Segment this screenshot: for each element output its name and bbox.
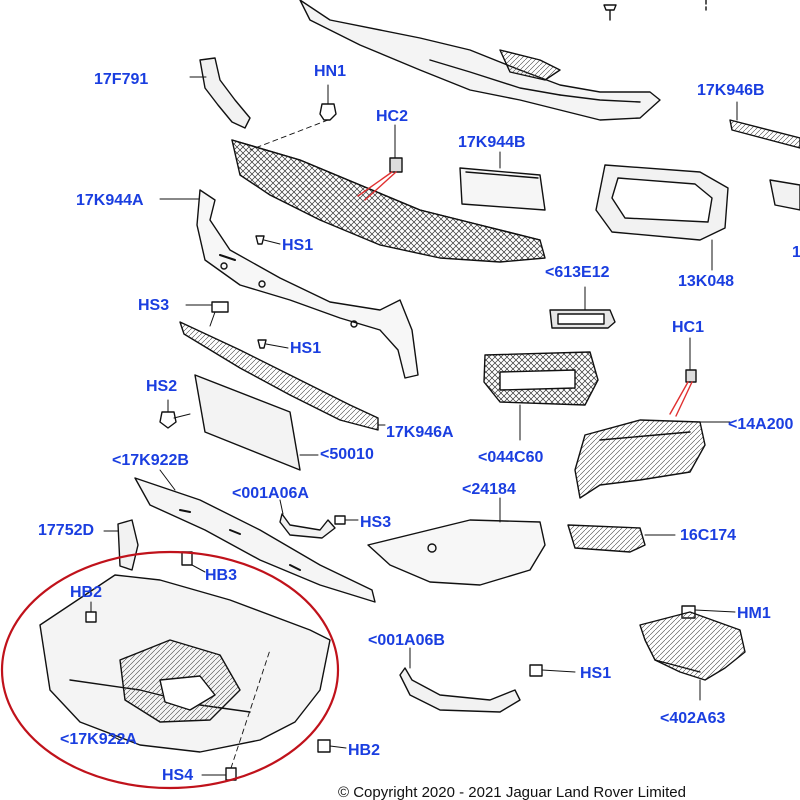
- label-edge-1[interactable]: 1: [792, 244, 800, 261]
- bracket-17752d: [103, 519, 139, 571]
- strip-17k946b: [729, 101, 800, 149]
- skid-plate-17k922a: [39, 574, 331, 753]
- label-16c174[interactable]: 16C174: [680, 527, 737, 544]
- lamp-613e12: [549, 286, 616, 329]
- copyright-notice: © Copyright 2020 - 2021 Jaguar Land Rove…: [338, 784, 686, 800]
- bracket-402a63: [639, 611, 746, 701]
- label-17k946a[interactable]: 17K946A: [386, 424, 454, 441]
- label-hc2[interactable]: HC2: [376, 108, 409, 125]
- label-hs1-c[interactable]: HS1: [580, 665, 612, 682]
- label-hb2-a[interactable]: HB2: [70, 584, 103, 601]
- bracket-17f791: [189, 57, 251, 129]
- label-402a63[interactable]: <402A63: [660, 710, 726, 727]
- cover-24184: [367, 497, 546, 586]
- strip-17k946a: [179, 321, 386, 431]
- label-hs1-a[interactable]: HS1: [282, 237, 314, 254]
- panel-17k944b: [459, 151, 546, 211]
- label-hs3-a[interactable]: HS3: [138, 297, 170, 314]
- label-044c60[interactable]: <044C60: [478, 449, 544, 466]
- label-14a200[interactable]: <14A200: [728, 416, 794, 433]
- label-17k922b[interactable]: <17K922B: [112, 452, 189, 469]
- label-001a06a[interactable]: <001A06A: [232, 485, 309, 502]
- screw-hs1-b: [257, 339, 289, 349]
- screw-hs1-c: [529, 664, 576, 677]
- screw-hs3-a: [185, 301, 229, 327]
- label-13k048[interactable]: 13K048: [678, 273, 735, 290]
- bolt-hb2-b: [317, 739, 347, 753]
- label-17752d[interactable]: 17752D: [38, 522, 95, 539]
- bezel-13k048: [595, 164, 800, 271]
- front-bumper-cover-upper: [299, 0, 661, 121]
- label-hb2-b[interactable]: HB2: [348, 742, 381, 759]
- bolt-hb2-a: [85, 601, 97, 623]
- label-17f791[interactable]: 17F791: [94, 71, 149, 88]
- bolt-hs2: [159, 399, 191, 429]
- label-613e12[interactable]: <613E12: [545, 264, 610, 281]
- screw-top: [603, 4, 617, 21]
- grille-17k944a: [159, 139, 546, 263]
- clip-hc2: [357, 124, 403, 201]
- label-001a06b[interactable]: <001A06B: [368, 632, 445, 649]
- label-hc1[interactable]: HC1: [672, 319, 705, 336]
- clip-hc1: [669, 337, 697, 417]
- label-17k946b[interactable]: 17K946B: [697, 82, 765, 99]
- bumper-lower-assembly: [196, 189, 419, 379]
- strip-17k922b: [134, 469, 376, 603]
- nut-hn1: [249, 84, 337, 151]
- panel-14a200: [574, 419, 731, 499]
- label-hs3-b[interactable]: HS3: [360, 514, 392, 531]
- trim-001a06b: [399, 647, 521, 713]
- label-50010[interactable]: <50010: [320, 446, 374, 463]
- plate-bracket-50010: [194, 374, 319, 471]
- label-hb3[interactable]: HB3: [205, 567, 238, 584]
- label-hm1[interactable]: HM1: [737, 605, 771, 622]
- highlight-circle: [0, 550, 340, 790]
- bracket-16c174: [567, 524, 676, 553]
- label-hs1-b[interactable]: HS1: [290, 340, 322, 357]
- label-hs2[interactable]: HS2: [146, 378, 178, 395]
- label-hs4[interactable]: HS4: [162, 767, 194, 784]
- mesh-insert-044c60: [483, 351, 599, 441]
- label-17k922a[interactable]: <17K922A: [60, 731, 137, 748]
- trim-001a06a: [279, 499, 359, 539]
- label-hn1[interactable]: HN1: [314, 63, 347, 80]
- screw-hs1-a: [255, 235, 281, 245]
- screw-hs4: [201, 649, 271, 781]
- label-24184[interactable]: <24184: [462, 481, 516, 498]
- label-17k944a[interactable]: 17K944A: [76, 192, 144, 209]
- label-17k944b[interactable]: 17K944B: [458, 134, 526, 151]
